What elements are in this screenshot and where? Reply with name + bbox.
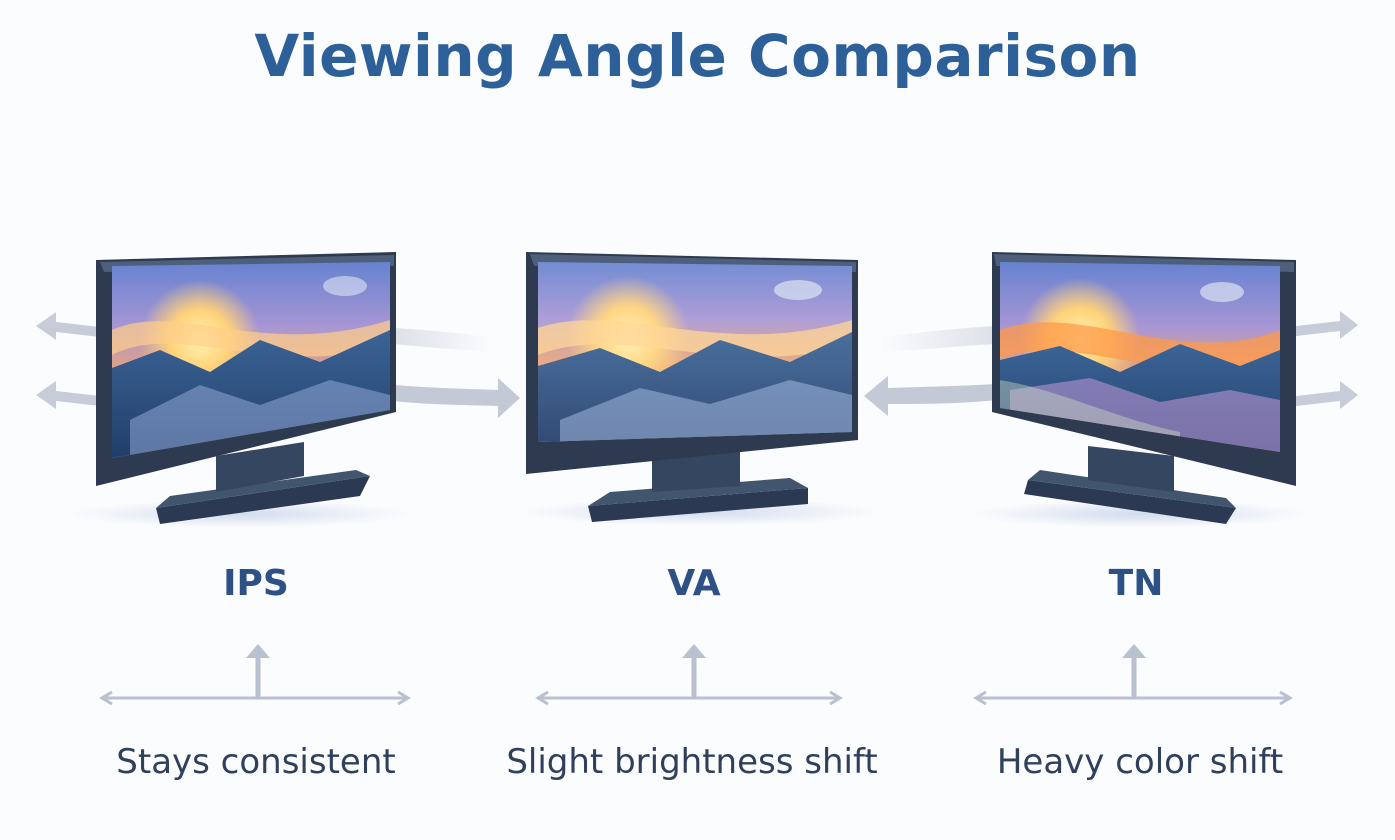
ips-caption: Stays consistent [116, 742, 396, 782]
tn-label: TN [1108, 563, 1164, 604]
ips-monitor [70, 252, 410, 528]
tn-up-arrowhead [1122, 644, 1146, 658]
tn-caption: Heavy color shift [996, 742, 1284, 782]
va-caption: Slight brightness shift [506, 742, 878, 782]
va-up-arrowhead [682, 644, 706, 658]
tn-monitor [970, 252, 1310, 528]
va-monitor [520, 252, 880, 526]
ips-label: IPS [223, 563, 289, 604]
va-screen [538, 262, 852, 442]
tn-angle-indicator [973, 656, 1293, 706]
ips-up-arrowhead [246, 644, 270, 658]
va-label: VA [667, 563, 721, 604]
page-title: Viewing Angle Comparison [254, 22, 1141, 90]
tn-side-arrows [864, 311, 1358, 416]
ips-angle-indicator [99, 656, 411, 706]
ips-side-arrows [36, 312, 520, 418]
va-angle-indicator [535, 656, 843, 706]
